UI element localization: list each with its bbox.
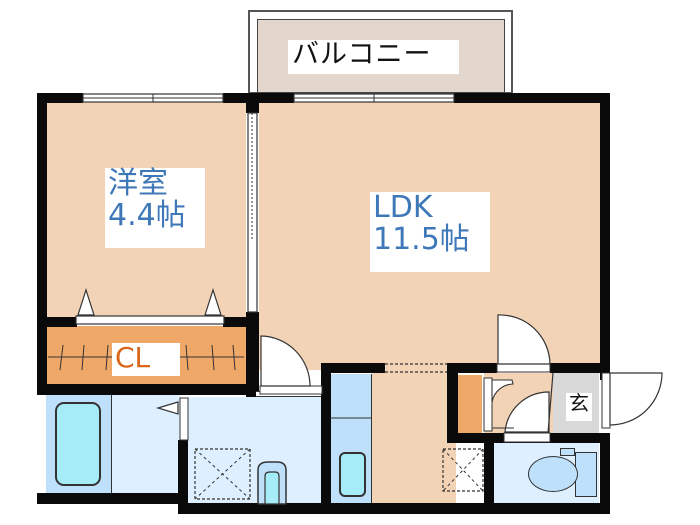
western-room-label: 洋室 4.4帖: [105, 166, 205, 248]
wall-closet-bath: [37, 384, 259, 395]
western-room-name: 洋室: [108, 166, 168, 201]
wall-partition-western-ldk-lower: [246, 312, 259, 397]
washroom: [188, 397, 322, 503]
bathtub[interactable]: [55, 402, 101, 486]
ldk-size: 11.5帖: [373, 222, 470, 258]
hallway-floor: [372, 370, 456, 504]
wall-top-right: [454, 93, 610, 103]
balcony-label: バルコニー: [288, 40, 459, 74]
toilet-lid-tab: [560, 448, 575, 456]
wall-toilet-right: [600, 433, 610, 513]
wall-entry-top-r: [550, 363, 610, 373]
genkan-label: 玄: [566, 392, 592, 421]
ldk-label: LDK 11.5帖: [370, 190, 490, 272]
wall-partition-western-ldk: [246, 93, 259, 113]
wall-right: [600, 93, 610, 380]
wall-bath-wash: [178, 440, 188, 504]
western-room-size: 4.4帖: [108, 198, 186, 234]
wall-bath-bottom: [37, 493, 187, 504]
kitchen-sink[interactable]: [339, 452, 366, 497]
wall-kitchen-top: [321, 363, 385, 373]
wall-outer-left: [37, 93, 47, 393]
closet-label: CL: [112, 342, 180, 376]
wall-top-left: [37, 93, 83, 103]
wall-western-closet-r: [223, 317, 253, 327]
wall-entry-left: [447, 363, 458, 443]
ldk-name: LDK: [373, 190, 433, 225]
wall-toilet-left: [484, 433, 494, 513]
toilet-bowl[interactable]: [528, 456, 578, 492]
wall-entry-top: [447, 363, 497, 373]
wall-western-closet: [37, 317, 77, 327]
shoe-cabinet: [458, 375, 482, 435]
wall-bottom: [178, 503, 610, 514]
wall-kitchen-left: [321, 363, 331, 513]
